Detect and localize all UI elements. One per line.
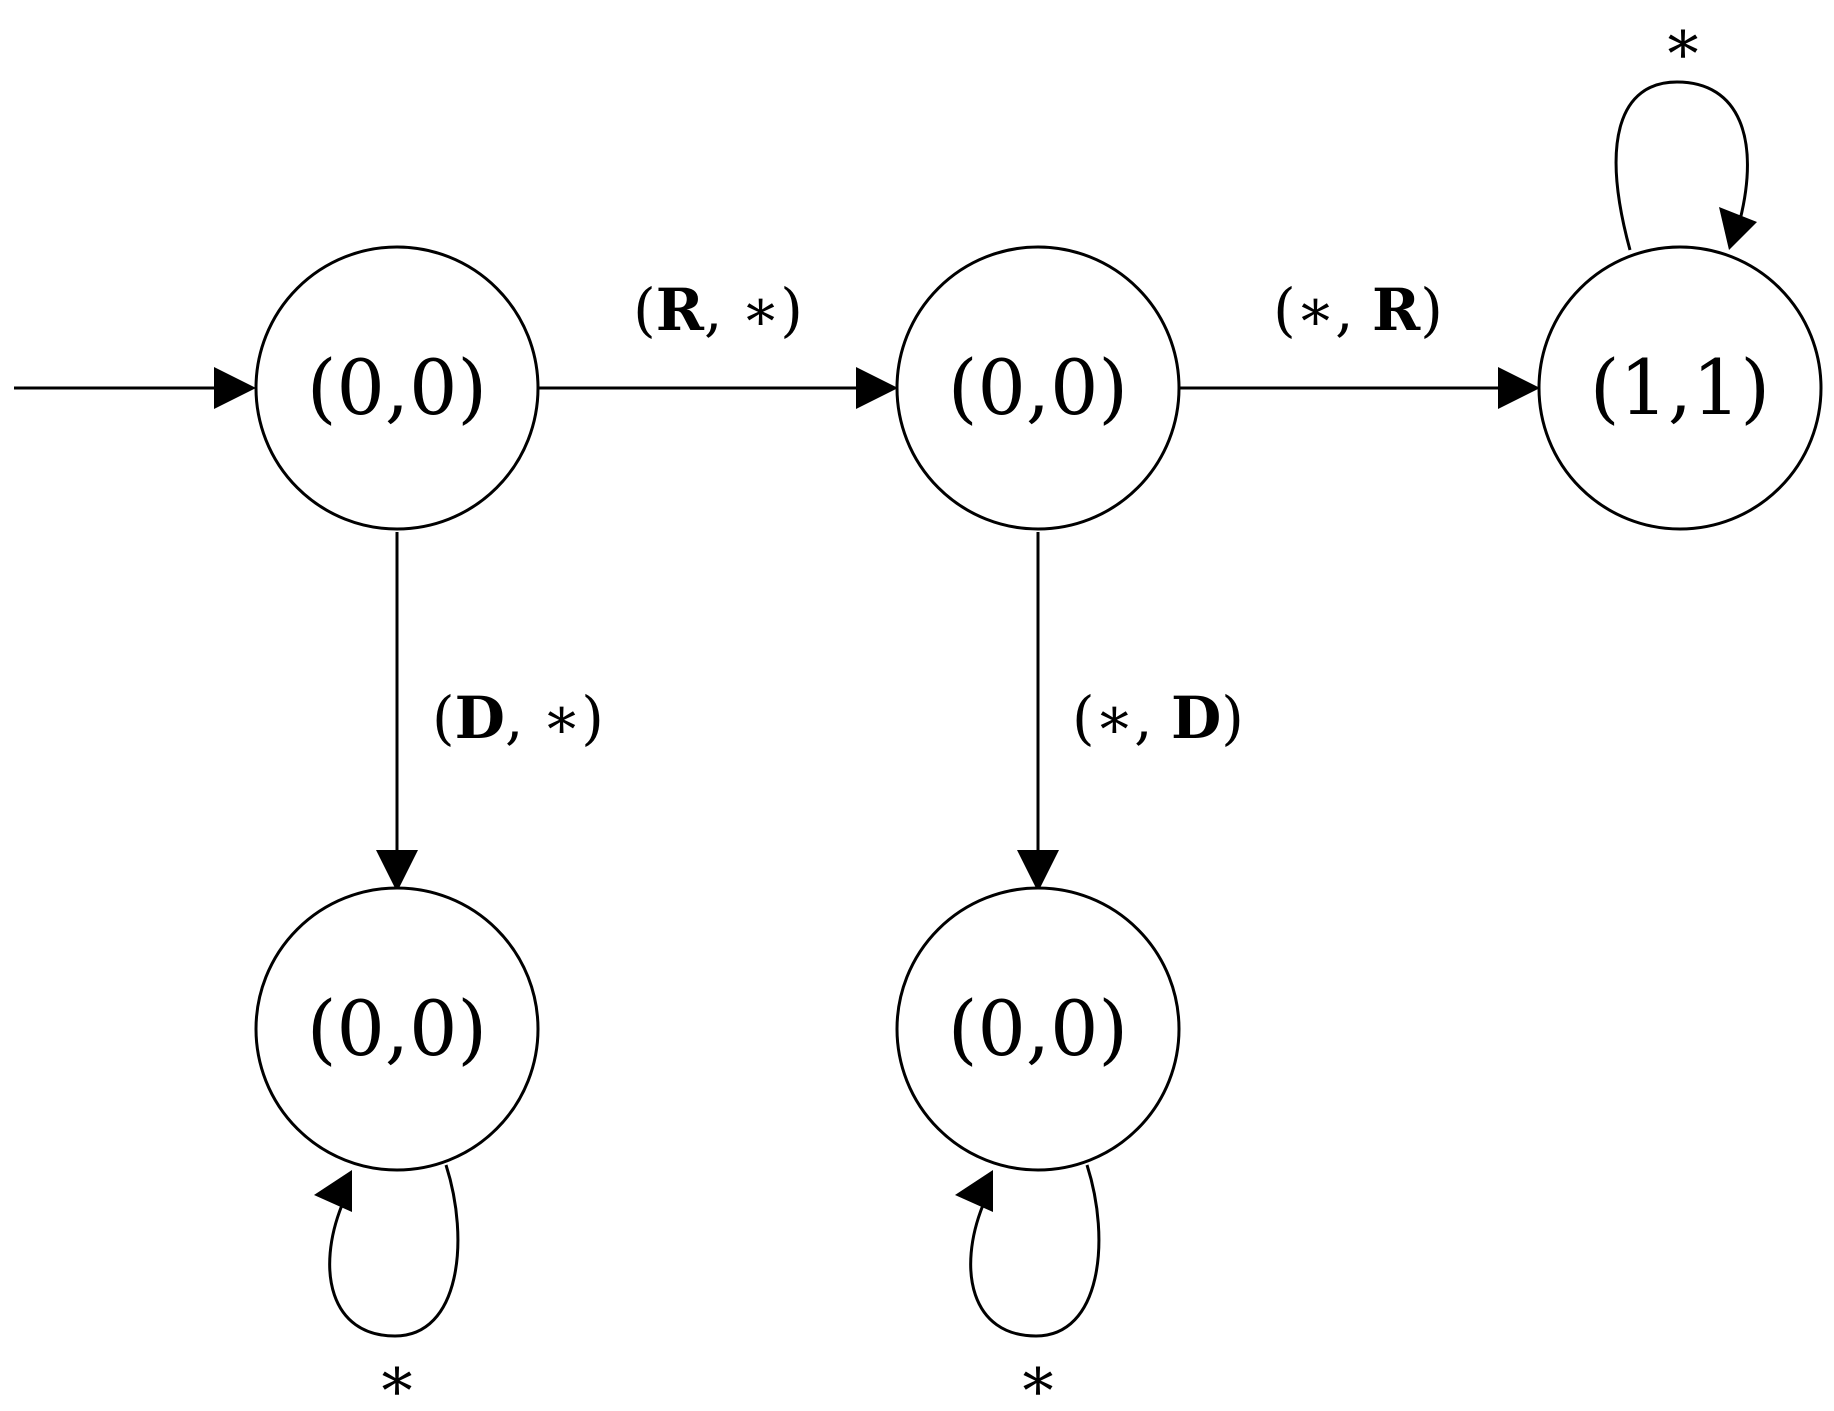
state-sink-right-label: (0,0) [948, 984, 1128, 1073]
edge-label-r-star: (R, ∗) [633, 276, 803, 344]
state-sink-right: (0,0) [895, 886, 1181, 1172]
state-accept: (1,1) [1537, 245, 1823, 531]
edge-label-d-star: (D, ∗) [432, 684, 604, 752]
state-sink-left: (0,0) [254, 886, 540, 1172]
loop-label-accept: ∗ [1662, 5, 1704, 78]
state-middle: (0,0) [895, 245, 1181, 531]
edge-start-to-middle: (R, ∗) [538, 276, 898, 409]
state-start-label: (0,0) [307, 343, 487, 432]
edge-label-star-r: (∗, R) [1273, 276, 1443, 344]
edge-label-star-d: (∗, D) [1072, 684, 1244, 752]
self-loop-accept: ∗ [1614, 5, 1757, 251]
state-middle-label: (0,0) [948, 343, 1128, 432]
state-start: (0,0) [254, 245, 540, 531]
state-sink-left-label: (0,0) [307, 984, 487, 1073]
loop-label-sink-left: ∗ [376, 1342, 418, 1411]
loop-label-sink-right: ∗ [1017, 1342, 1059, 1411]
edge-start-to-sink-left: (D, ∗) [376, 532, 604, 892]
self-loop-sink-left: ∗ [314, 1164, 460, 1411]
edge-middle-to-accept: (∗, R) [1180, 276, 1540, 409]
initial-arrow [14, 367, 256, 409]
edge-middle-to-sink-right: (∗, D) [1017, 532, 1244, 892]
self-loop-sink-right: ∗ [955, 1164, 1101, 1411]
state-accept-label: (1,1) [1590, 343, 1770, 432]
